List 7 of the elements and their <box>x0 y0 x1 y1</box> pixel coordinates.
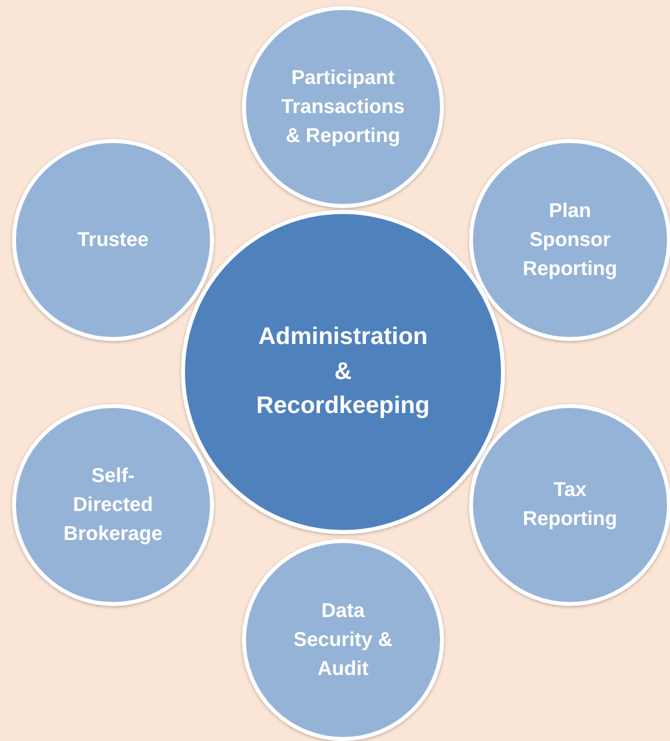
circle-label: Tax Reporting <box>522 478 618 532</box>
circle-label: Administration & Recordkeeping <box>255 322 431 422</box>
circle-label: Participant Transactions & Reporting <box>280 66 406 148</box>
circle-label: Plan Sponsor Reporting <box>522 198 618 282</box>
circle-label: Self-Directed Brokerage <box>62 464 164 546</box>
circle-label: Trustee <box>76 228 150 252</box>
circle-label: Data Security & Audit <box>292 598 394 682</box>
